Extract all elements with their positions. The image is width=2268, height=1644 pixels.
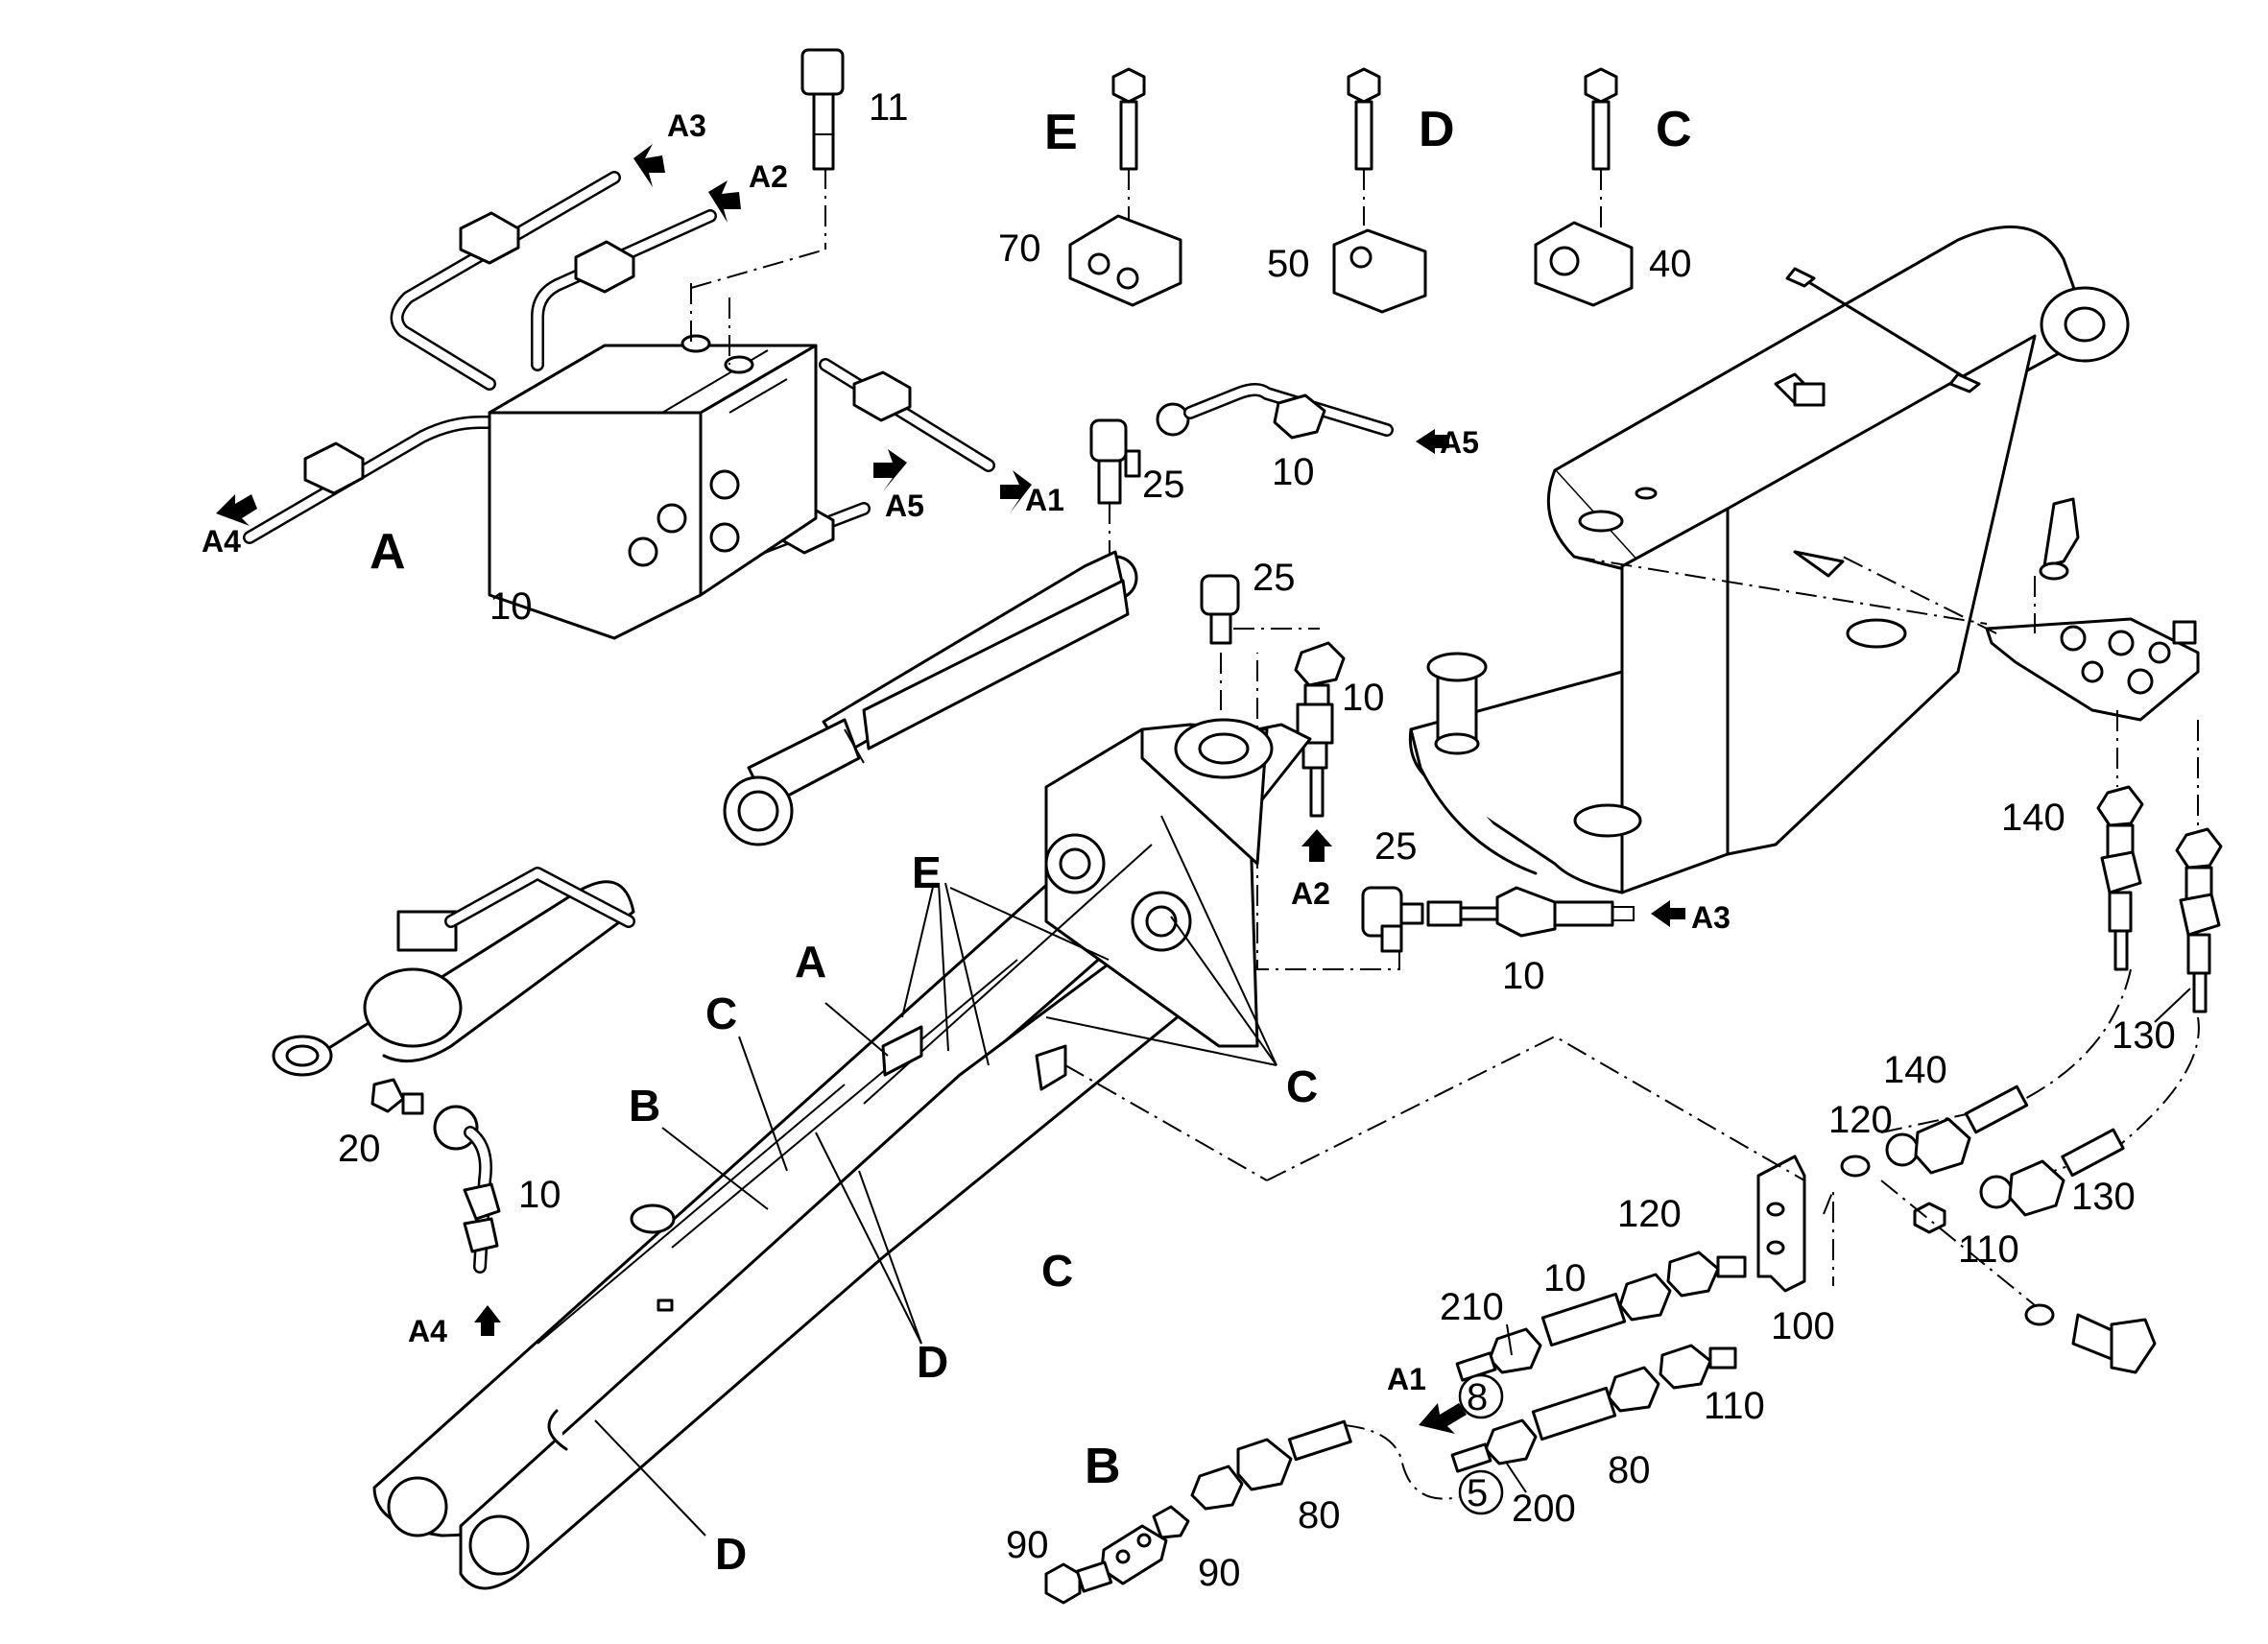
port-a1-top: A1 — [1025, 483, 1064, 517]
callout-10-right: 10 — [1502, 955, 1545, 997]
port-a5-top: A5 — [1440, 425, 1479, 460]
clamp-d — [1332, 67, 1427, 314]
circled-8: 8 — [1467, 1376, 1488, 1418]
callout-140-upper: 140 — [2001, 797, 2065, 839]
clamp-e — [1068, 67, 1182, 307]
callout-25-right: 25 — [1374, 825, 1418, 868]
callout-100: 100 — [1771, 1305, 1835, 1347]
connector-25-right — [1256, 653, 1424, 970]
view-label-c: C — [1656, 102, 1692, 157]
callout-120-fitting: 120 — [1617, 1193, 1682, 1235]
bolt-11 — [800, 48, 845, 171]
boom-letter-d-bottom: D — [715, 1529, 747, 1579]
boom — [372, 718, 1312, 1590]
view-label-d: D — [1419, 102, 1455, 157]
clip-plate — [1100, 1524, 1168, 1585]
callout-80-lower: 80 — [1298, 1494, 1341, 1537]
bracket-100 — [1756, 1155, 1834, 1293]
callout-90-left: 90 — [1006, 1524, 1049, 1566]
callout-11: 11 — [869, 86, 909, 129]
boom-letter-a: A — [795, 937, 826, 987]
circled-numbers — [1458, 1373, 1504, 1515]
boom-letter-c-center: C — [1041, 1246, 1073, 1296]
port-arrows — [216, 144, 1449, 526]
callout-10-fitting: 10 — [1543, 1257, 1587, 1299]
fitting-110 — [1659, 1344, 1737, 1390]
connector-25-top — [1089, 418, 1141, 561]
port-arrow-a1-bottom — [1419, 1403, 1467, 1434]
washer-90-right — [1152, 1505, 1190, 1539]
boom-letter-d-mid: D — [917, 1337, 948, 1387]
callout-130-upper: 130 — [2112, 1014, 2176, 1057]
lift-cylinder — [723, 550, 1138, 846]
hose-80-upper — [1484, 1366, 1660, 1465]
callout-10-valve: 10 — [489, 585, 533, 628]
callout-10-top: 10 — [1272, 451, 1315, 493]
circled-5: 5 — [1467, 1472, 1488, 1514]
hose-80-lower — [1190, 1419, 1352, 1511]
callout-110-nut: 110 — [1958, 1228, 2019, 1271]
hose-140-vertical — [2096, 785, 2144, 971]
callout-210: 210 — [1440, 1286, 1504, 1328]
boom-letter-e: E — [912, 847, 942, 897]
callout-10-left: 10 — [518, 1174, 561, 1216]
fitting-120 — [1666, 1251, 1747, 1298]
hose-130-horizontal — [1979, 1128, 2125, 1217]
boom-letter-b: B — [629, 1081, 660, 1131]
callout-200: 200 — [1512, 1488, 1576, 1530]
connector-25-mid — [1200, 574, 1320, 710]
valve-block-assembly — [243, 168, 995, 640]
boom-letter-c-right: C — [1286, 1061, 1318, 1111]
boom-support-frame — [1408, 225, 2130, 894]
hose-130-vertical — [2175, 827, 2223, 1013]
callout-25-top: 25 — [1142, 464, 1185, 506]
hose-10-left — [433, 1105, 501, 1336]
callout-25-mid: 25 — [1253, 557, 1296, 599]
callout-50: 50 — [1267, 243, 1310, 285]
port-a3-top: A3 — [667, 108, 706, 143]
port-a5-valve: A5 — [885, 488, 924, 523]
callout-40: 40 — [1649, 243, 1692, 285]
callout-130-lower: 130 — [2071, 1176, 2136, 1218]
callout-10-mid: 10 — [1342, 677, 1385, 719]
callout-120-washer: 120 — [1828, 1099, 1893, 1141]
callout-90-right: 90 — [1198, 1552, 1241, 1594]
fitting-200 — [1450, 1442, 1492, 1473]
hose-140-horizontal — [1885, 1084, 2029, 1175]
callout-140-lower: 140 — [1883, 1049, 1947, 1091]
port-a3-right: A3 — [1691, 900, 1731, 935]
nut-110 — [1913, 1202, 1946, 1234]
view-label-a: A — [370, 524, 406, 580]
leader-lines — [594, 815, 1277, 1537]
callout-20: 20 — [338, 1128, 381, 1170]
port-a2-top: A2 — [749, 159, 788, 194]
port-a4-valve: A4 — [202, 524, 241, 559]
callout-70: 70 — [998, 227, 1041, 270]
washer-120 — [1840, 1155, 1871, 1178]
bolt-washer-right — [2024, 1303, 2157, 1374]
clamp-c — [1534, 67, 1634, 307]
hose-10-fitting — [1488, 1273, 1672, 1374]
callout-110-fitting: 110 — [1704, 1385, 1765, 1427]
fitting-20 — [370, 1078, 424, 1115]
hose-10-mid — [1294, 641, 1346, 862]
boom-cylinder — [272, 867, 635, 1077]
port-a4-left: A4 — [408, 1314, 447, 1348]
view-label-b: B — [1085, 1439, 1121, 1494]
hose-10-top — [1156, 383, 1394, 440]
callout-80-upper: 80 — [1608, 1449, 1651, 1491]
manifold-plate — [1842, 497, 2200, 722]
hose-10-right — [1426, 886, 1685, 938]
port-a1-bottom: A1 — [1387, 1362, 1426, 1396]
bolt-90-left — [1044, 1561, 1113, 1605]
view-label-e: E — [1044, 105, 1078, 160]
boom-letter-c-left: C — [705, 989, 737, 1038]
port-a2-mid: A2 — [1291, 876, 1330, 911]
